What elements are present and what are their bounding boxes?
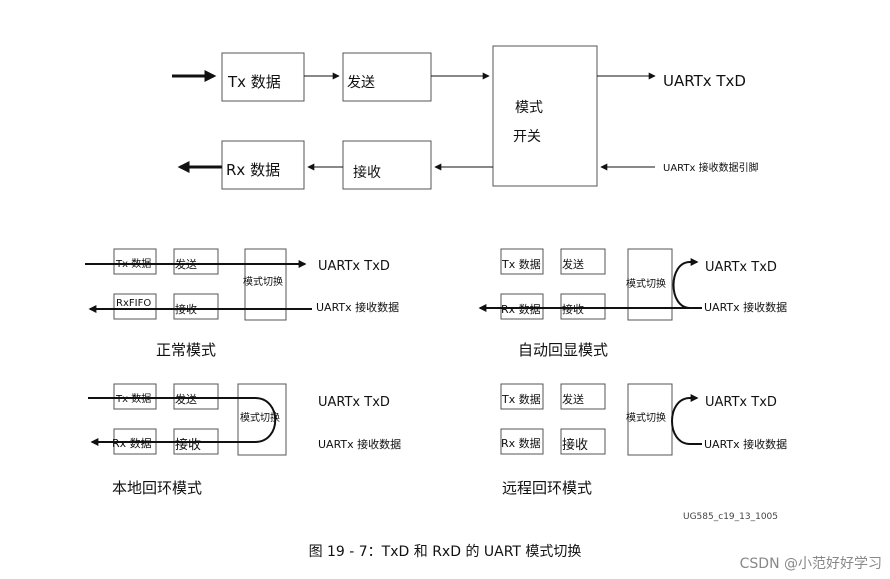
local-send-label: 发送 [175,392,197,406]
remote-send-label: 发送 [562,392,584,406]
document-reference: UG585_c19_13_1005 [683,512,778,522]
local-txd-label: UARTx TxD [318,395,390,410]
remote-tx-box [500,383,544,410]
local-mode-title: 本地回环模式 [112,479,202,497]
local-rx-data-label: UARTx 接收数据 [318,437,401,451]
local-tx-label: Tx 数据 [115,392,151,405]
normal-rxfifo-label: RxFIFO [116,298,151,309]
remote-rx-label: Rx 数据 [501,436,541,450]
remote-rx-data-label: UARTx 接收数据 [704,437,787,451]
panel-remote-loopback-mode: Tx 数据 发送 Rx 数据 接收 模式切换 UARTx TxD UARTx 接… [500,383,787,497]
echo-rx-label: Rx 数据 [501,302,541,316]
send-label: 发送 [347,75,375,91]
echo-rx-data-label: UARTx 接收数据 [704,300,787,314]
remote-switch-label: 模式切换 [626,411,666,424]
remote-mode-title: 远程回环模式 [502,479,592,497]
echo-tx-label: Tx 数据 [501,257,541,271]
normal-send-box [173,248,219,275]
normal-mode-title: 正常模式 [156,341,216,359]
local-rx-label: Rx 数据 [112,436,152,450]
remote-loop-path [671,394,702,445]
echo-mode-title: 自动回显模式 [518,341,608,359]
top-diagram: Tx 数据 发送 模式 开关 UARTx TxD UARTx 接收数据引脚 接收… [172,45,759,190]
local-switch-label: 模式切换 [240,411,280,424]
normal-tx-box [113,248,157,275]
figure-caption: 图 19 - 7：TxD 和 RxD 的 UART 模式切换 [308,544,582,560]
echo-switch-label: 模式切换 [626,277,666,290]
tx-data-box [221,52,305,102]
panel-local-loopback-mode: Tx 数据 发送 Rx 数据 接收 模式切换 UARTx TxD UARTx 接… [88,383,401,497]
echo-receive-box [560,293,606,320]
normal-receive-label: 接收 [175,302,197,316]
normal-receive-box [173,293,219,320]
remote-tx-label: Tx 数据 [501,392,541,406]
echo-receive-label: 接收 [562,302,584,316]
uart-txd-label: UARTx TxD [663,72,746,90]
local-receive-label: 接收 [175,437,201,453]
echo-rx-box [500,293,544,320]
echo-send-label: 发送 [562,257,584,271]
remote-switch-box [627,383,673,456]
remote-txd-label: UARTx TxD [705,395,777,410]
echo-txd-label: UARTx TxD [705,260,777,275]
remote-send-box [560,383,606,410]
rx-data-label: Rx 数据 [226,161,280,179]
normal-rxfifo-box [113,293,157,320]
panel-auto-echo-mode: Tx 数据 发送 Rx 数据 接收 模式切换 UARTx TxD UARTx 接… [478,248,787,359]
remote-receive-box [560,428,606,455]
receive-label: 接收 [353,164,381,181]
send-box [342,52,432,102]
normal-tx-label: Tx 数据 [115,257,151,270]
mode-switch-label-2: 开关 [513,129,541,145]
local-send-box [173,383,219,410]
panel-normal-mode: Tx 数据 发送 RxFIFO 接收 模式切换 UARTx TxD UARTx … [85,248,399,359]
receive-box [342,140,432,190]
mode-switch-label-1: 模式 [515,100,543,116]
normal-switch-label: 模式切换 [243,275,283,288]
tx-data-label: Tx 数据 [227,73,281,91]
mode-switch-box [492,45,598,187]
local-loop-path [88,397,277,446]
echo-loop-path [672,258,702,309]
normal-rx-label: UARTx 接收数据 [316,300,399,314]
remote-receive-label: 接收 [562,437,588,453]
remote-rx-box [500,428,544,455]
local-switch-box [237,383,287,456]
csdn-watermark: CSDN @小范好好学习 [739,556,882,572]
normal-txd-label: UARTx TxD [318,259,390,274]
rx-data-box [221,140,305,190]
uart-rx-pin-label: UARTx 接收数据引脚 [663,161,759,174]
normal-send-label: 发送 [175,257,197,271]
local-tx-box [113,383,157,410]
echo-send-box [560,248,606,275]
echo-tx-box [500,248,544,275]
